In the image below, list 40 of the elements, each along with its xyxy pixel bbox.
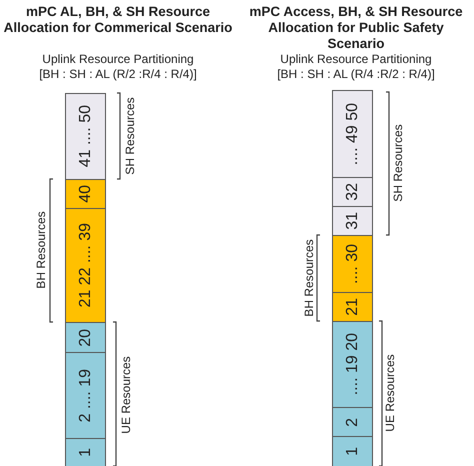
resource-block (332, 407, 373, 437)
resource-block (332, 321, 373, 408)
block-number: 21 22 .... 39 (76, 223, 94, 308)
block-number: 32 (344, 183, 362, 201)
bracket-label: UE Resources (383, 354, 397, 432)
bracket-label: SH Resources (123, 97, 137, 175)
resource-block (65, 352, 106, 439)
block-number: .... 30 (344, 244, 362, 284)
resource-block (65, 179, 106, 209)
resource-block (65, 322, 106, 353)
block-number: 1 (344, 447, 362, 456)
ratio-text: [BH : SH : AL (R/2 :R/4 : R/4)] (38, 67, 198, 82)
subtitle-text: Uplink Resource Partitioning (279, 52, 433, 67)
block-number: 1 (76, 448, 94, 457)
block-number: .... 19 20 (344, 333, 362, 396)
resource-block (332, 436, 373, 466)
bracket-label: SH Resources (391, 124, 405, 202)
resource-block (65, 438, 106, 466)
title-text: mPC Access, BH, & SH Resource Allocation for Public Safety Scenario (248, 4, 464, 52)
resource-block (332, 90, 373, 178)
block-number: 41 .... 50 (76, 105, 94, 168)
resource-block (332, 292, 373, 322)
block-number: 21 (344, 298, 362, 316)
resource-block (65, 93, 106, 180)
resource-block (65, 208, 106, 323)
block-number: 2 .... 19 (76, 368, 94, 422)
subtitle-text: Uplink Resource Partitioning (41, 52, 195, 67)
resource-block (332, 235, 373, 293)
title-text: mPC AL, BH, & SH Resource Allocation for Commerical Scenario (2, 4, 234, 36)
block-number: .... 49 50 (344, 102, 362, 166)
block-number: 40 (76, 185, 94, 203)
bracket-label: BH Resources (34, 211, 48, 289)
resource-block (332, 206, 373, 236)
bracket-label: BH Resources (302, 239, 316, 317)
block-number: 31 (344, 212, 362, 230)
resource-block (332, 177, 373, 207)
bracket-label: UE Resources (119, 356, 133, 434)
block-number: 2 (344, 418, 362, 426)
ratio-text: [BH : SH : AL (R/4 :R/2 : R/4)] (276, 67, 436, 82)
block-number: 20 (76, 328, 94, 346)
